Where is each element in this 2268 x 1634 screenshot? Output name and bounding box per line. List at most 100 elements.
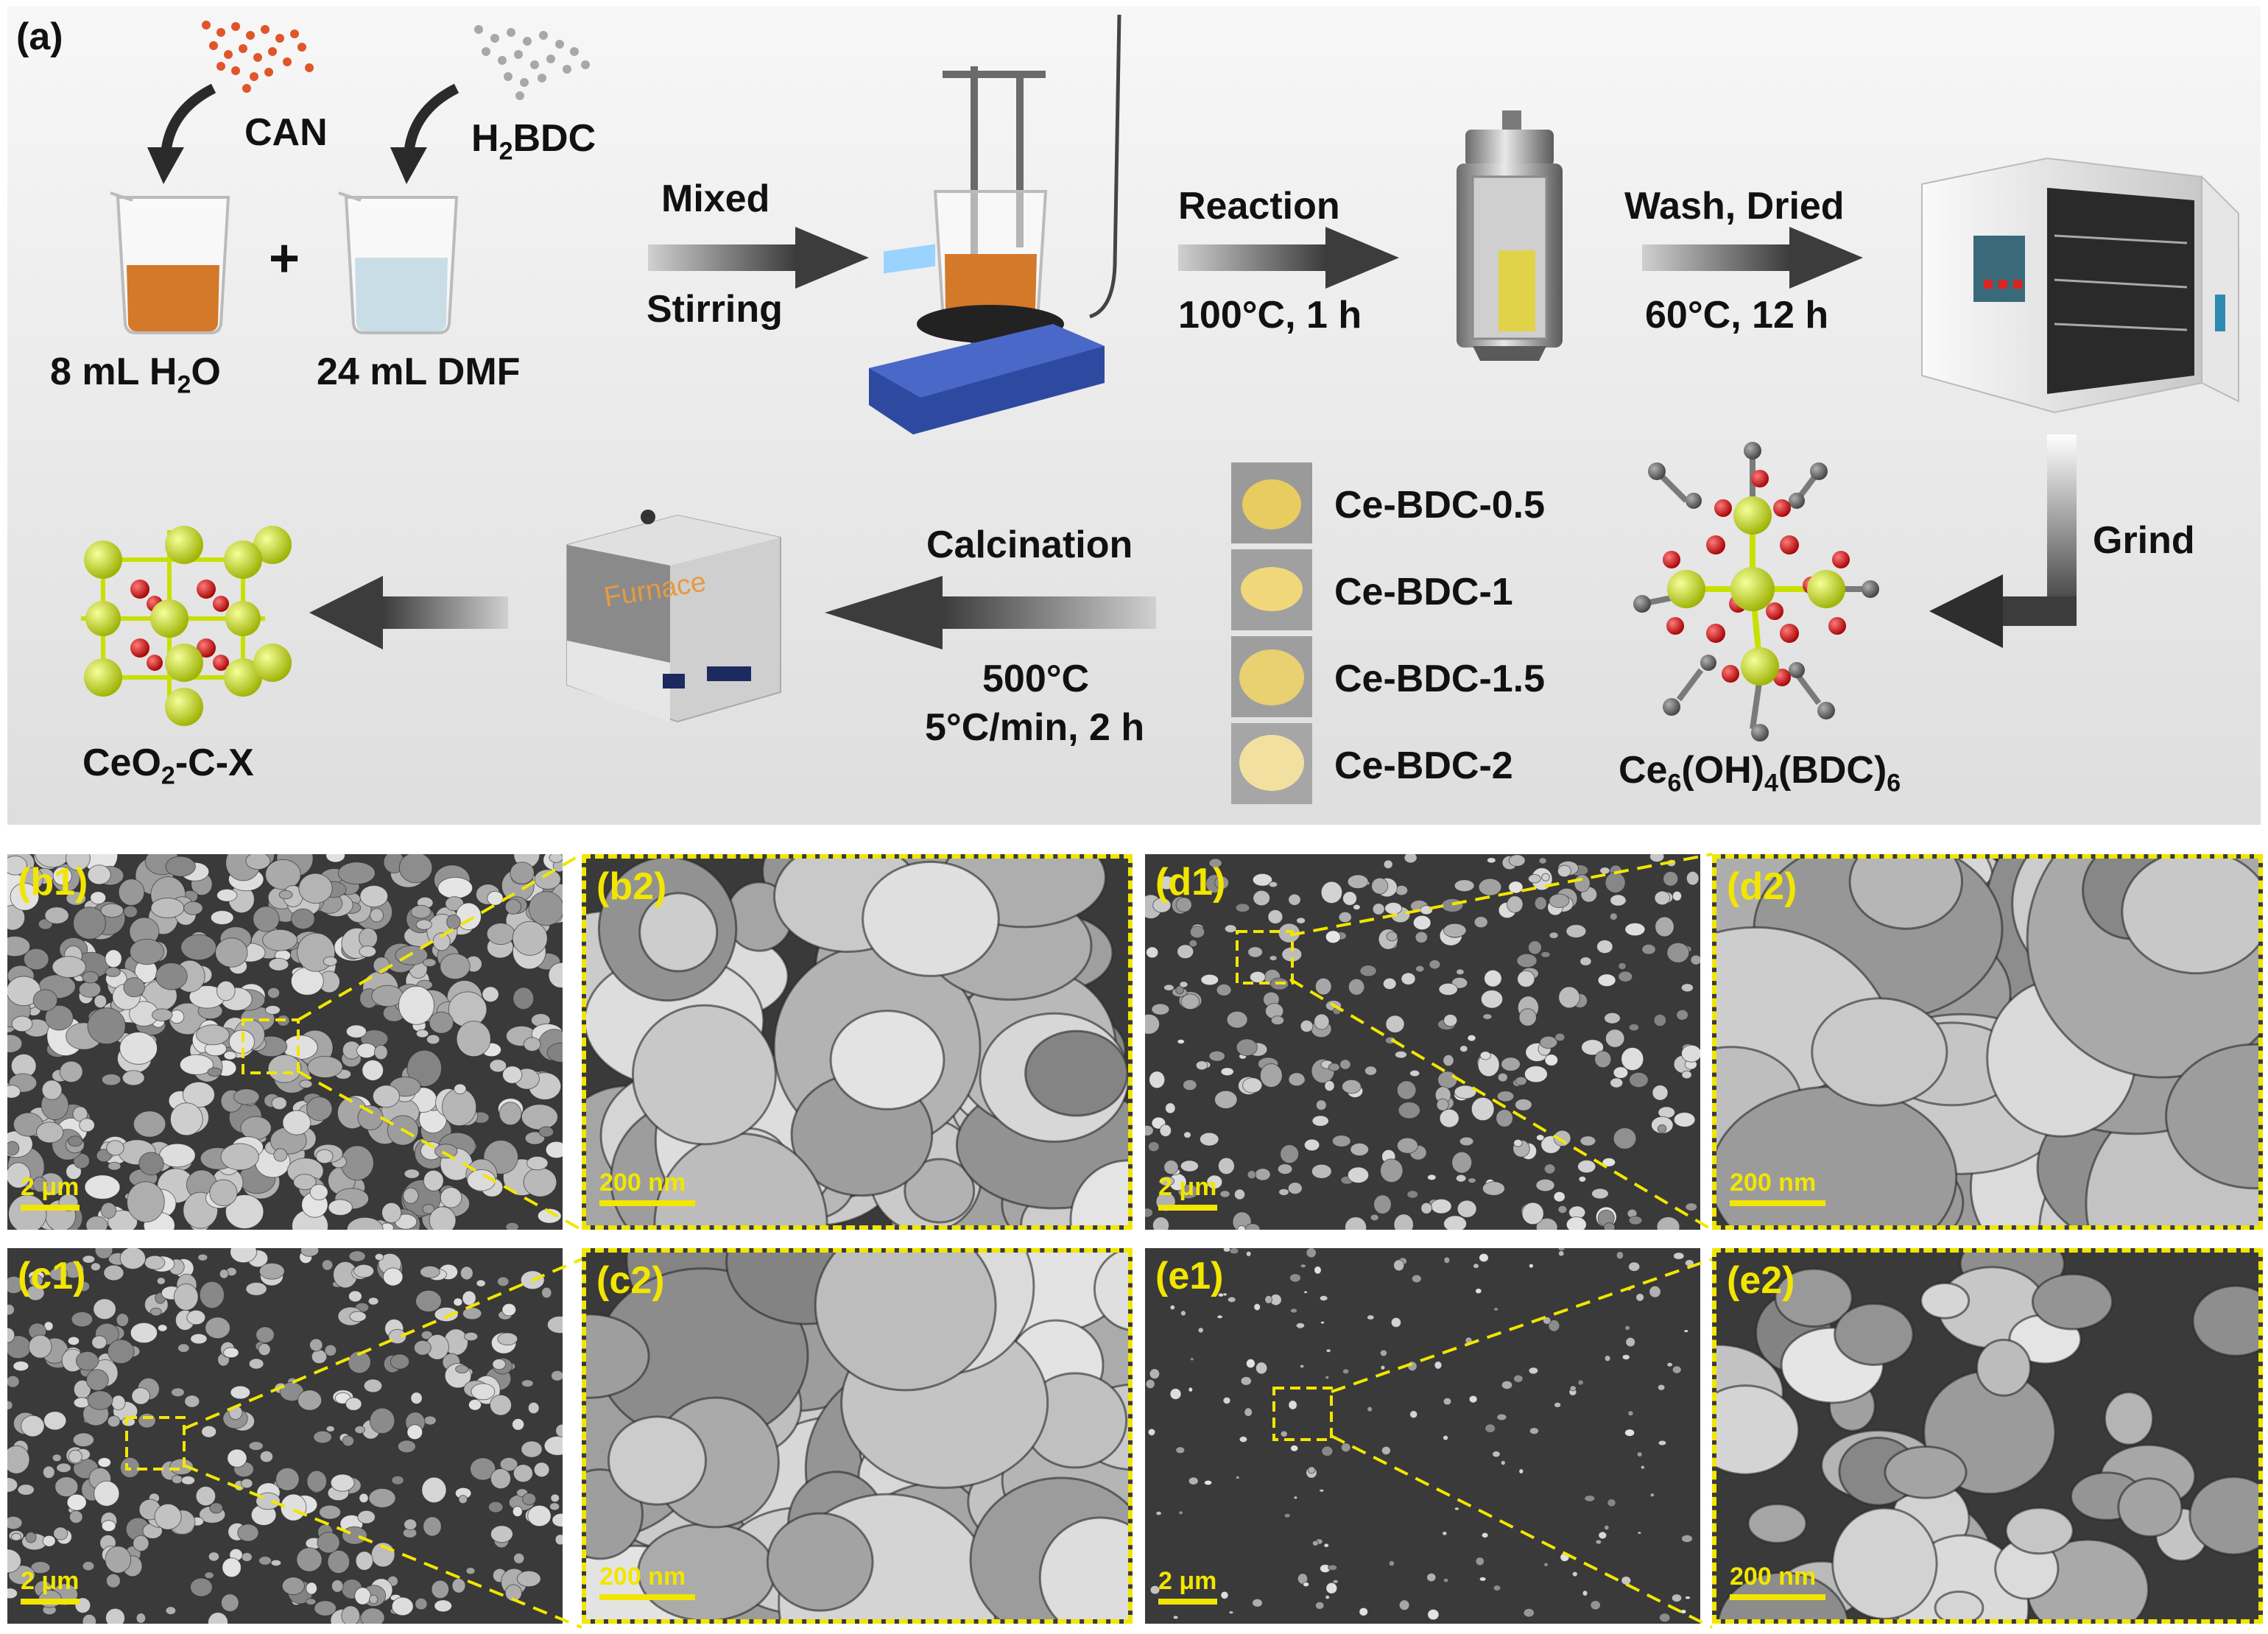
- sem-particle: [521, 1440, 543, 1458]
- panel-a-label: (a): [16, 15, 63, 58]
- sem-particle: [434, 1306, 459, 1323]
- sem-particle: [216, 980, 236, 1001]
- sem-particle: [462, 1290, 476, 1306]
- product-ceo: CeO: [82, 742, 161, 784]
- sem-particle: [68, 1135, 83, 1147]
- sem-particle: [1145, 1208, 1154, 1218]
- scale-bar-line: [1730, 1594, 1825, 1600]
- sem-particle: [382, 1267, 404, 1286]
- h2bdc-powder-icon: [474, 25, 590, 100]
- sem-particle: [513, 987, 535, 1010]
- sem-particle: [453, 1297, 463, 1307]
- sem-particle: [1920, 1282, 1971, 1320]
- mof-oh: (OH): [1681, 749, 1765, 792]
- sem-particle: [1557, 864, 1571, 878]
- sem-particle: [502, 1066, 523, 1084]
- sem-particle: [1151, 1003, 1170, 1015]
- sem-particle: [1451, 1151, 1473, 1174]
- sem-particle: [184, 1395, 200, 1408]
- sample-label: Ce-BDC-0.5: [1334, 484, 1546, 527]
- sem-particle: [262, 929, 298, 951]
- scale-bar-e1: 2 μm: [1158, 1567, 1217, 1605]
- sem-particle: [348, 1350, 371, 1374]
- sem-particle: [271, 1096, 287, 1110]
- panel-label-b1: (b1): [18, 861, 88, 904]
- scale-bar-line: [1730, 1200, 1825, 1206]
- sem-particle: [97, 1457, 112, 1468]
- sem-particle: [1515, 1076, 1527, 1086]
- sem-particle: [82, 1255, 96, 1264]
- sem-particle: [1180, 1160, 1200, 1172]
- sem-particle: [1242, 1077, 1263, 1094]
- sem-particle: [183, 901, 203, 915]
- sem-particle: [1683, 1329, 1689, 1333]
- sem-particle: [1222, 1248, 1231, 1253]
- sem-particle: [1471, 1096, 1495, 1121]
- sem-particle: [468, 1398, 482, 1411]
- sem-particle: [319, 1504, 342, 1520]
- sem-particle: [1456, 968, 1465, 976]
- sem-particle: [631, 1004, 777, 1146]
- sem-particle: [1268, 881, 1278, 888]
- scale-bar-text: 2 μm: [1158, 1567, 1217, 1595]
- sem-particle: [355, 1551, 373, 1571]
- sem-particle: [1468, 1177, 1476, 1184]
- sem-particle: [297, 1390, 323, 1411]
- sem-particle: [1345, 1216, 1367, 1230]
- sem-particle: [90, 891, 107, 905]
- wash-condition: 60°C, 12 h: [1645, 294, 1829, 337]
- sem-particle: [1671, 1593, 1683, 1603]
- sem-particle: [1249, 971, 1266, 983]
- sem-particle: [1535, 1217, 1558, 1230]
- sem-particle: [1454, 1507, 1459, 1511]
- sem-particle: [1208, 858, 1222, 868]
- reaction-condition: 100°C, 1 h: [1178, 294, 1362, 337]
- e1-zoom-box: [1272, 1387, 1333, 1441]
- sem-particle: [1069, 1159, 1128, 1225]
- sem-particle: [459, 1266, 473, 1281]
- sem-particle: [1296, 917, 1306, 924]
- sem-particle: [348, 1250, 366, 1262]
- sem-particle: [1658, 1440, 1667, 1446]
- sem-particle: [512, 920, 548, 956]
- sem-particle: [523, 1037, 541, 1052]
- wash-label: Wash, Dried: [1624, 185, 1845, 228]
- sem-particle: [1199, 1132, 1219, 1147]
- mof-bdc-sub: 6: [1887, 769, 1901, 797]
- sem-particle: [189, 1577, 213, 1597]
- sem-particle: [541, 1286, 552, 1299]
- sem-particle: [1415, 931, 1429, 944]
- sem-particle: [1320, 1320, 1325, 1325]
- sem-particle: [157, 1324, 168, 1332]
- mof-formula: Ce6(OH)4(BDC)6: [1619, 748, 1901, 797]
- sem-particle: [357, 1510, 376, 1524]
- scale-bar-line: [599, 1594, 695, 1600]
- sem-particle: [296, 1547, 323, 1572]
- sem-particle: [1235, 903, 1250, 913]
- sem-particle: [68, 1449, 82, 1464]
- sem-particle: [105, 1573, 121, 1588]
- sem-image-b1: (b1)2 μm: [7, 854, 563, 1230]
- sem-particle: [324, 1344, 337, 1356]
- sem-particle: [1332, 1580, 1339, 1584]
- sem-particle: [1884, 1445, 1968, 1499]
- sem-particle: [345, 1024, 367, 1038]
- sem-particle: [548, 962, 563, 988]
- sem-particle: [1226, 1010, 1248, 1029]
- sem-particle: [388, 1328, 407, 1345]
- sem-particle: [1500, 1459, 1506, 1466]
- sem-particle: [233, 1088, 260, 1105]
- sem-particle: [1203, 1479, 1213, 1486]
- sem-particle: [94, 994, 108, 1009]
- sem-texture: [586, 1253, 1128, 1619]
- sem-particle: [513, 1552, 525, 1564]
- sem-particle: [273, 1148, 288, 1162]
- sem-particle: [325, 1425, 335, 1432]
- sem-particle: [1534, 896, 1547, 911]
- sem-particle: [1475, 1288, 1482, 1295]
- sem-particle: [1269, 955, 1278, 962]
- sem-particle: [1467, 1034, 1476, 1042]
- sem-particle: [454, 1083, 467, 1095]
- sem-particle: [13, 1361, 29, 1372]
- sem-particle: [1558, 986, 1580, 1009]
